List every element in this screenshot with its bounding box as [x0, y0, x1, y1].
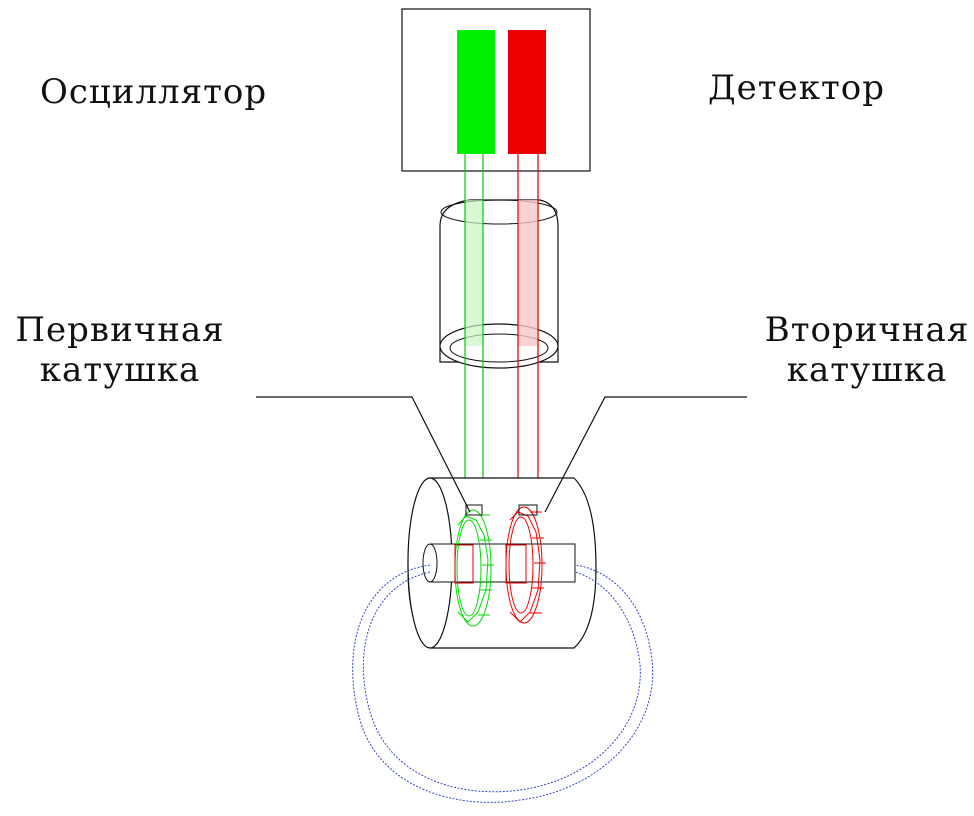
primary-coil-label-line2: катушка — [39, 350, 201, 390]
secondary-coil — [505, 506, 546, 624]
oscillator-block — [457, 30, 495, 154]
secondary-coil-label-line2: катушка — [786, 350, 948, 390]
probe-handle — [439, 199, 559, 369]
primary-coil-leader — [256, 396, 471, 513]
oscillator-label: Осциллятор — [40, 72, 268, 112]
instrument-box — [401, 8, 591, 172]
inner-rod — [422, 543, 576, 583]
detector-block — [508, 30, 546, 154]
primary-coil-label-line1: Первичная — [15, 310, 225, 350]
coil-leads — [465, 504, 538, 516]
secondary-coil-leader — [544, 396, 747, 513]
primary-coil-label: Первичная катушка — [10, 310, 230, 390]
primary-cable — [464, 154, 484, 510]
primary-coil — [454, 509, 494, 627]
secondary-cable — [517, 154, 539, 510]
eddy-current-loop — [352, 564, 654, 803]
detector-label: Детектор — [708, 68, 885, 108]
secondary-coil-label: Вторичная катушка — [760, 310, 974, 390]
secondary-coil-label-line1: Вторичная — [764, 310, 970, 350]
